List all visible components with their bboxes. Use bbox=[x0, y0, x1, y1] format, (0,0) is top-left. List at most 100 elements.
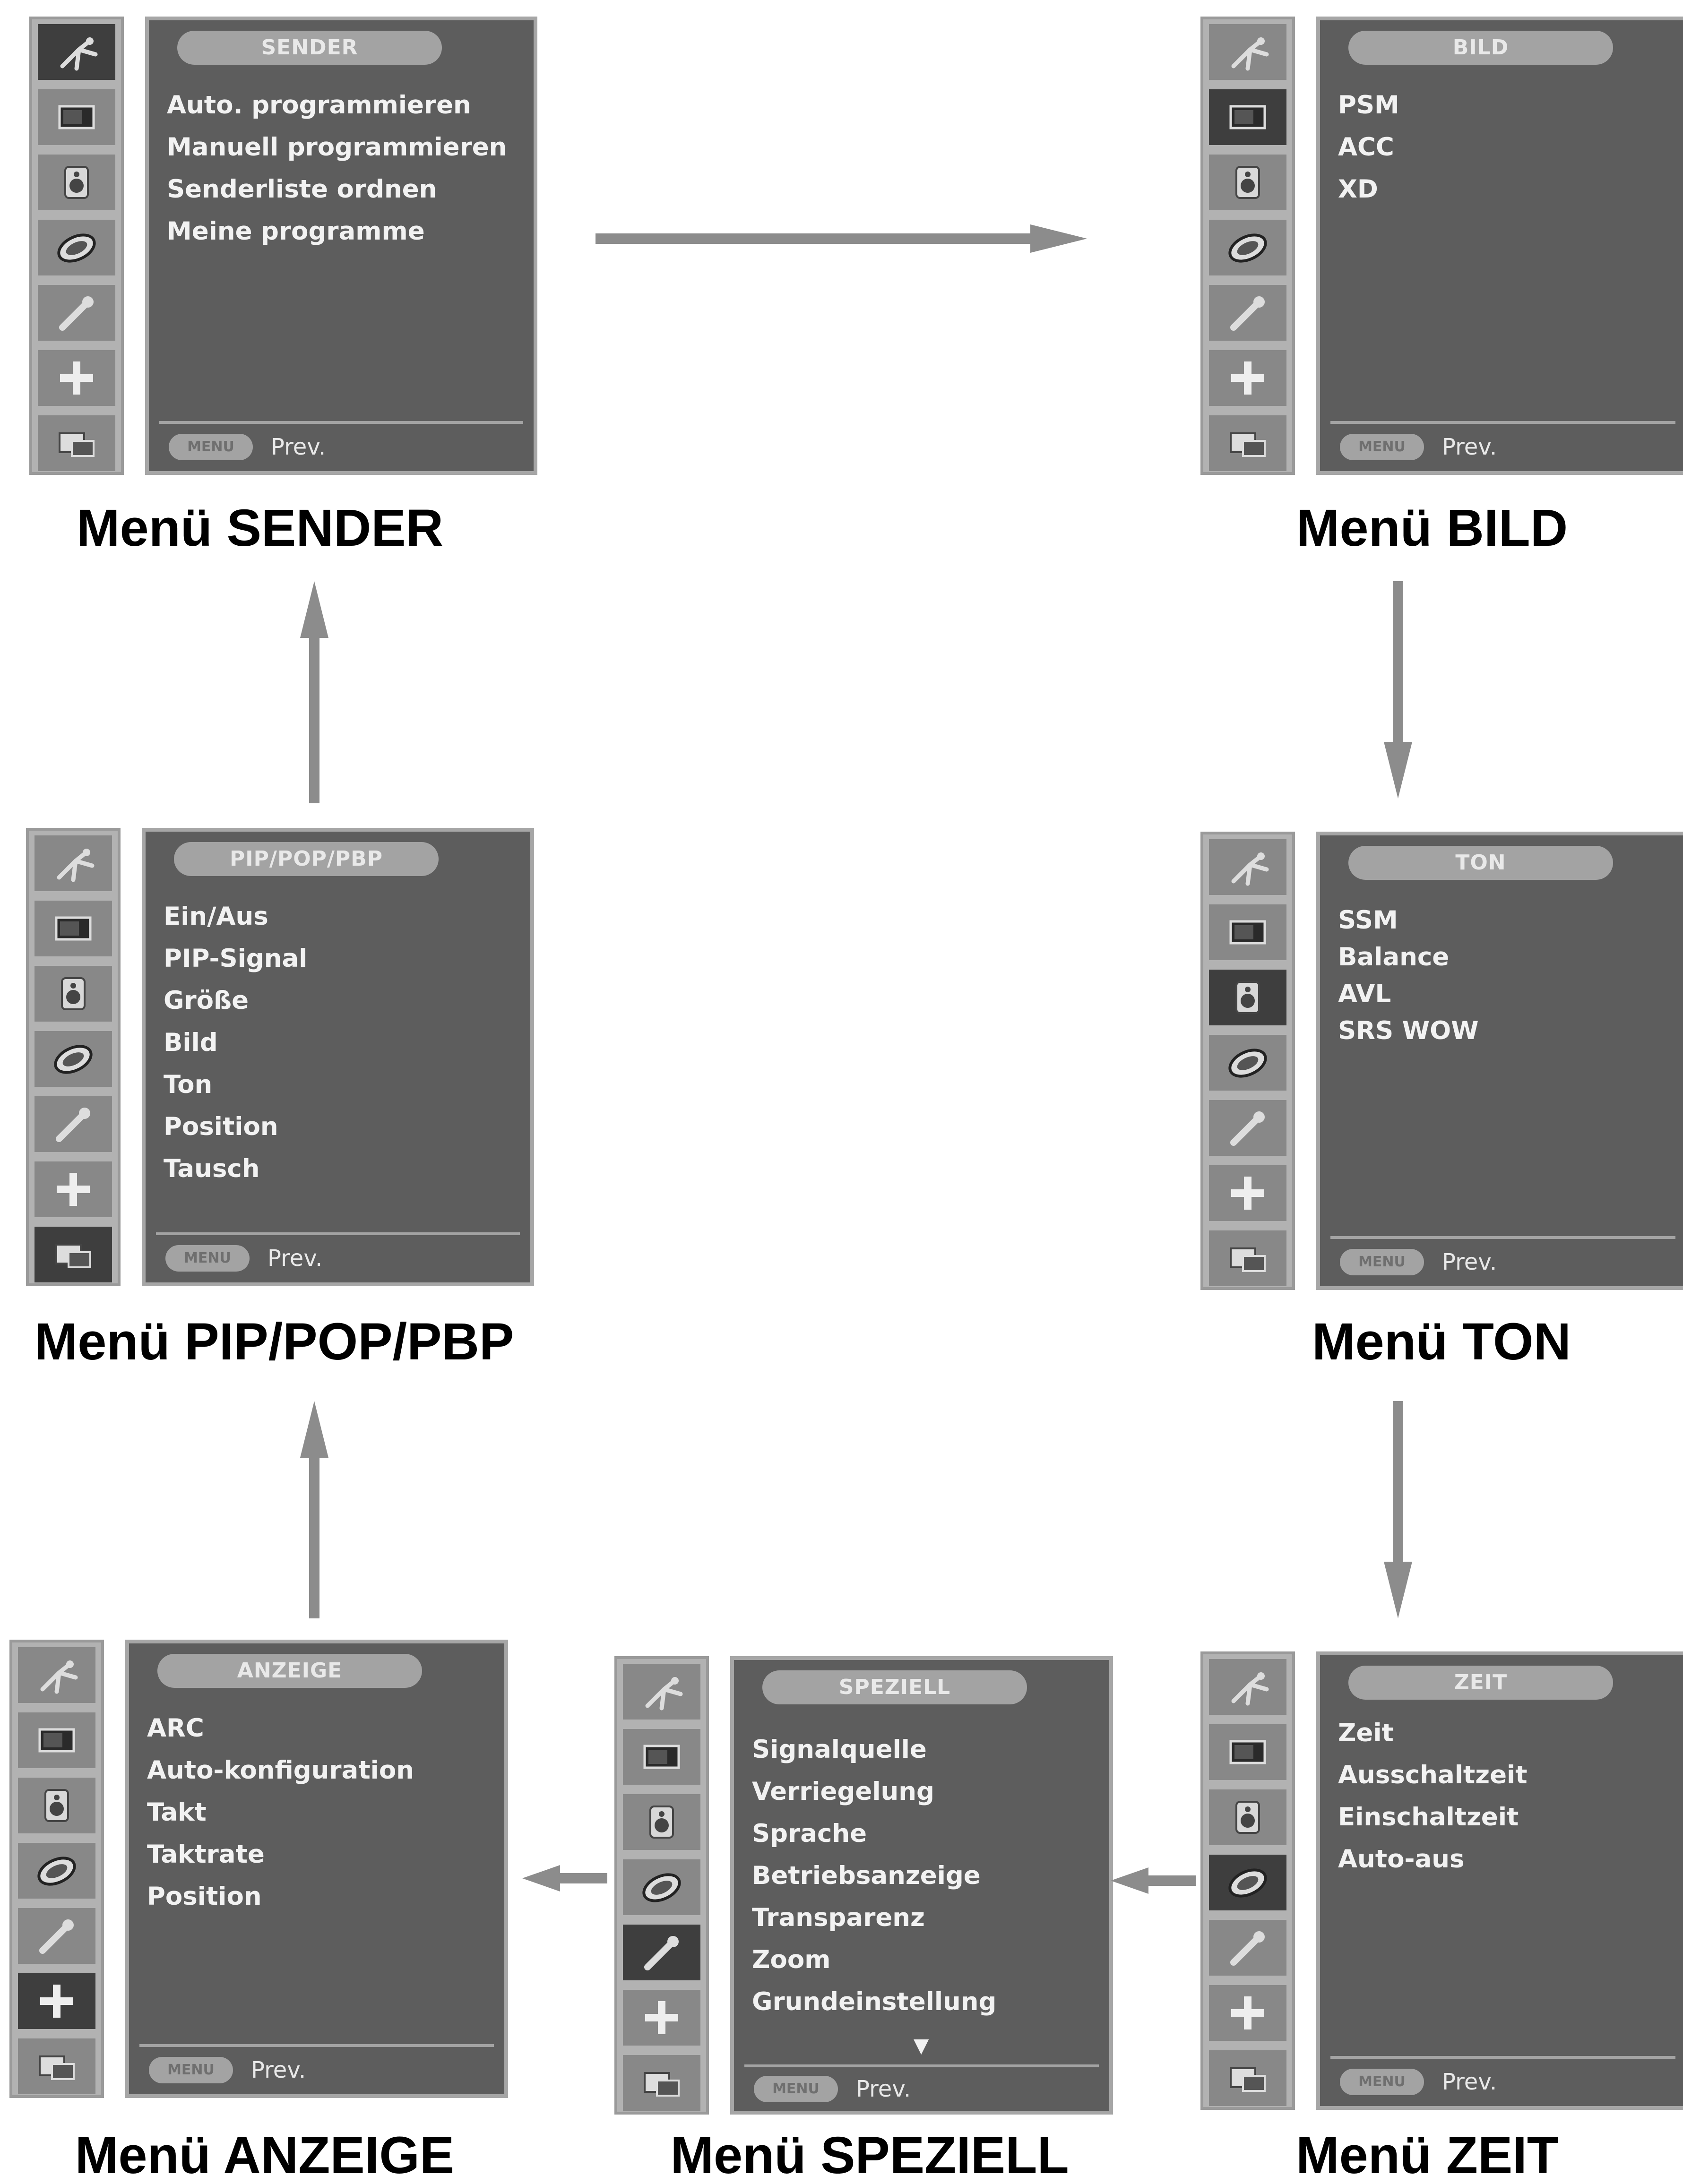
menu-items: PSM ACC XD bbox=[1338, 91, 1399, 217]
sidebar-tile-sender[interactable] bbox=[18, 1647, 95, 1703]
sidebar-tile-sender[interactable] bbox=[623, 1664, 700, 1720]
menu-item[interactable]: XD bbox=[1338, 175, 1378, 204]
sidebar-tile-anzeige[interactable] bbox=[1209, 1985, 1286, 2041]
sidebar-tile-speziell[interactable] bbox=[1209, 1920, 1286, 1976]
menu-button[interactable]: MENU bbox=[149, 2057, 233, 2083]
menu-item[interactable]: Senderliste ordnen bbox=[167, 175, 437, 204]
sidebar-tile-sender[interactable] bbox=[1209, 1659, 1286, 1715]
sidebar-tile-sender[interactable] bbox=[35, 835, 112, 891]
menu-item[interactable]: SSM bbox=[1338, 906, 1398, 935]
menu-item[interactable]: Auto-konfiguration bbox=[147, 1756, 414, 1785]
sidebar-tile-anzeige[interactable] bbox=[1209, 350, 1286, 406]
sidebar-tile-bild[interactable] bbox=[1209, 1724, 1286, 1780]
menu-item[interactable]: SRS WOW bbox=[1338, 1016, 1479, 1045]
picture-icon bbox=[50, 907, 97, 950]
menu-item[interactable]: Transparenz bbox=[752, 1903, 925, 1932]
sidebar-tile-pip[interactable] bbox=[1209, 2050, 1286, 2106]
sidebar-tile-anzeige[interactable] bbox=[623, 1990, 700, 2046]
menu-item[interactable]: Sprache bbox=[752, 1819, 867, 1848]
menu-button[interactable]: MENU bbox=[754, 2076, 838, 2102]
sidebar-tile-bild[interactable] bbox=[35, 901, 112, 956]
menu-item[interactable]: Balance bbox=[1338, 943, 1450, 972]
menu-item[interactable]: Größe bbox=[164, 986, 249, 1015]
sidebar-tile-ton[interactable] bbox=[1209, 970, 1286, 1025]
sidebar-tile-bild[interactable] bbox=[1209, 904, 1286, 960]
menu-item[interactable]: Bild bbox=[164, 1028, 218, 1057]
sidebar-tile-sender[interactable] bbox=[1209, 839, 1286, 895]
sidebar-tile-zeit[interactable] bbox=[623, 1859, 700, 1915]
menu-item[interactable]: PSM bbox=[1338, 91, 1399, 120]
menu-item[interactable]: ACC bbox=[1338, 133, 1394, 162]
menu-button[interactable]: MENU bbox=[1340, 434, 1424, 460]
sidebar-tile-pip[interactable] bbox=[18, 2038, 95, 2094]
menu-button[interactable]: MENU bbox=[165, 1245, 250, 1272]
sidebar-tile-ton[interactable] bbox=[38, 155, 115, 210]
sidebar-tile-pip[interactable] bbox=[38, 415, 115, 471]
menu-item[interactable]: Manuell programmieren bbox=[167, 133, 507, 162]
sidebar-tile-bild[interactable] bbox=[1209, 89, 1286, 145]
menu-item[interactable]: Verriegelung bbox=[752, 1777, 934, 1806]
menu-item[interactable]: AVL bbox=[1338, 980, 1391, 1008]
menu-items: Auto. programmieren Manuell programmiere… bbox=[167, 91, 507, 259]
menu-item[interactable]: Ton bbox=[164, 1070, 213, 1099]
menu-item[interactable]: Signalquelle bbox=[752, 1735, 927, 1764]
scroll-down-indicator[interactable]: ▼ bbox=[914, 2034, 929, 2057]
menu-item[interactable]: Zeit bbox=[1338, 1719, 1394, 1747]
menu-item[interactable]: Takt bbox=[147, 1798, 207, 1827]
sidebar-tile-speziell[interactable] bbox=[1209, 285, 1286, 341]
menu-item[interactable]: Meine programme bbox=[167, 217, 425, 246]
menu-item[interactable]: Auto. programmieren bbox=[167, 91, 471, 120]
menu-item[interactable]: ARC bbox=[147, 1714, 204, 1743]
sidebar-tile-speziell[interactable] bbox=[623, 1925, 700, 1980]
menu-item[interactable]: Ein/Aus bbox=[164, 902, 268, 931]
sidebar-tile-pip[interactable] bbox=[35, 1227, 112, 1282]
sidebar-tile-ton[interactable] bbox=[35, 966, 112, 1022]
sidebar-tile-bild[interactable] bbox=[38, 89, 115, 145]
pip-icon bbox=[644, 2072, 680, 2097]
sidebar-tile-sender[interactable] bbox=[38, 24, 115, 80]
arrow-sender-to-bild bbox=[596, 224, 1087, 253]
sidebar-tile-zeit[interactable] bbox=[18, 1843, 95, 1899]
sidebar-tile-zeit[interactable] bbox=[1209, 1035, 1286, 1091]
menu-item[interactable]: Position bbox=[147, 1882, 262, 1911]
sidebar-tile-anzeige[interactable] bbox=[38, 350, 115, 406]
menu-button[interactable]: MENU bbox=[1340, 1249, 1424, 1275]
sidebar-tile-zeit[interactable] bbox=[1209, 1855, 1286, 1910]
menu-item[interactable]: Taktrate bbox=[147, 1840, 265, 1869]
sidebar-tile-pip[interactable] bbox=[623, 2055, 700, 2111]
sidebar-tile-bild[interactable] bbox=[18, 1712, 95, 1768]
menu-item[interactable]: PIP-Signal bbox=[164, 944, 308, 973]
menu-item[interactable]: Tausch bbox=[164, 1154, 260, 1183]
clock-icon bbox=[33, 1849, 80, 1892]
sidebar-tile-speziell[interactable] bbox=[18, 1908, 95, 1964]
menu-button[interactable]: MENU bbox=[1340, 2069, 1424, 2095]
menu-item[interactable]: Betriebsanzeige bbox=[752, 1861, 981, 1890]
sidebar-tile-ton[interactable] bbox=[623, 1794, 700, 1850]
menu-item[interactable]: Einschaltzeit bbox=[1338, 1803, 1519, 1831]
menu-item[interactable]: Zoom bbox=[752, 1945, 831, 1974]
sidebar-tile-pip[interactable] bbox=[1209, 1230, 1286, 1286]
sidebar-tile-anzeige[interactable] bbox=[18, 1973, 95, 2029]
sidebar-tile-ton[interactable] bbox=[1209, 1789, 1286, 1845]
prev-label: Prev. bbox=[251, 2057, 306, 2083]
sidebar-tile-sender[interactable] bbox=[1209, 24, 1286, 80]
arrow-pip-to-sender bbox=[300, 581, 328, 803]
sidebar-tile-bild[interactable] bbox=[623, 1729, 700, 1785]
menu-button[interactable]: MENU bbox=[169, 434, 253, 460]
sidebar-tile-zeit[interactable] bbox=[35, 1031, 112, 1087]
sidebar-tile-speziell[interactable] bbox=[38, 285, 115, 341]
sidebar-tile-speziell[interactable] bbox=[1209, 1100, 1286, 1156]
menu-item[interactable]: Ausschaltzeit bbox=[1338, 1761, 1528, 1789]
wrench-icon bbox=[638, 1931, 685, 1974]
sidebar-tile-anzeige[interactable] bbox=[1209, 1165, 1286, 1221]
sidebar-tile-anzeige[interactable] bbox=[35, 1161, 112, 1217]
sidebar-tile-zeit[interactable] bbox=[38, 220, 115, 275]
menu-item[interactable]: Auto-aus bbox=[1338, 1845, 1465, 1874]
sidebar-tile-ton[interactable] bbox=[18, 1778, 95, 1833]
sidebar-tile-pip[interactable] bbox=[1209, 415, 1286, 471]
sidebar-tile-speziell[interactable] bbox=[35, 1096, 112, 1152]
sidebar-tile-ton[interactable] bbox=[1209, 155, 1286, 210]
sidebar-tile-zeit[interactable] bbox=[1209, 220, 1286, 275]
menu-item[interactable]: Grundeinstellung bbox=[752, 1987, 997, 2016]
menu-item[interactable]: Position bbox=[164, 1112, 278, 1141]
